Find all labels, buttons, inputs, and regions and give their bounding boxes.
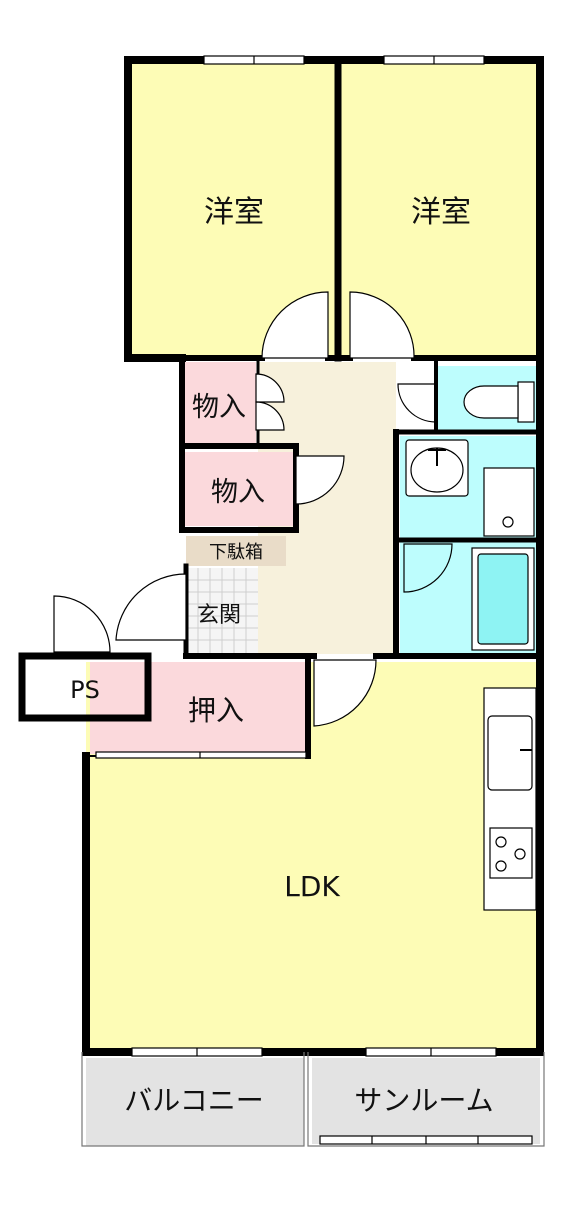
- entrance-label: 玄関: [197, 603, 241, 628]
- storage-upper-label: 物入: [192, 392, 246, 423]
- sunroom-area: [312, 1058, 540, 1144]
- closet-label: 押入: [188, 694, 244, 727]
- pipe-space-label: PS: [70, 676, 100, 704]
- sunroom-windows: [319, 1135, 533, 1145]
- balcony-area: [86, 1058, 304, 1146]
- bathtub: [471, 547, 535, 651]
- closet-area-top: [90, 662, 308, 754]
- doors: [53, 291, 453, 727]
- outdoor-outlines: [81, 1052, 545, 1147]
- balcony-label: バルコニー: [124, 1084, 263, 1117]
- kitchen-counter: [483, 687, 537, 911]
- storage-lower-label: 物入: [211, 477, 265, 508]
- western-room-right-label: 洋室: [411, 195, 471, 230]
- toilet-fixture: [463, 381, 535, 423]
- storage-lower-area: [182, 452, 294, 526]
- entrance-tiles: [186, 568, 258, 654]
- western-room-left-label: 洋室: [204, 195, 264, 230]
- ldk-label: LDK: [284, 870, 340, 903]
- storage-upper-area: [182, 362, 256, 444]
- shoe-cabinet-label: 下駄箱: [209, 542, 263, 563]
- wash-basin: [405, 439, 535, 537]
- sunroom-label: サンルーム: [354, 1084, 493, 1117]
- windows: [95, 55, 497, 1057]
- shoe-cabinet-area: [186, 536, 286, 566]
